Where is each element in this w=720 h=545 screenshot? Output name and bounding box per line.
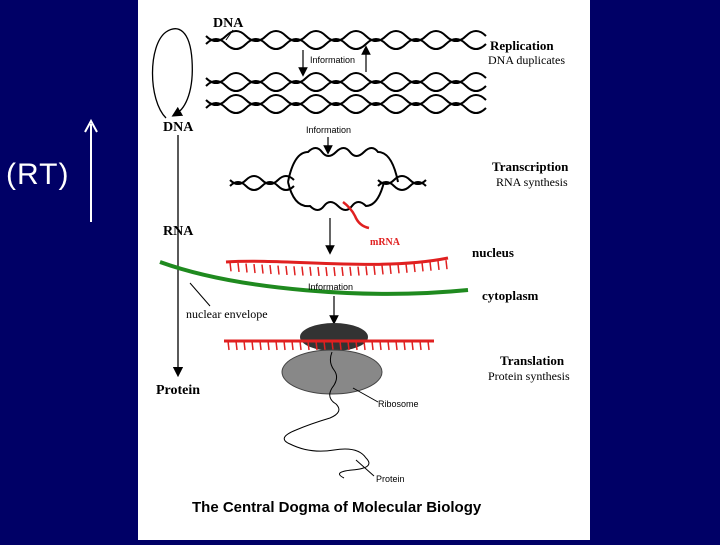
protein-chain <box>283 351 370 479</box>
mrna-label: mRNA <box>370 237 401 248</box>
protein-chain-label: Protein <box>376 474 405 484</box>
nuclear-envelope-label: nuclear envelope <box>186 307 268 321</box>
rna-label: RNA <box>163 224 194 239</box>
figure-caption: The Central Dogma of Molecular Biology <box>192 499 482 516</box>
translation-subtitle: Protein synthesis <box>488 369 570 383</box>
cytoplasm-label: cytoplasm <box>482 288 539 303</box>
nucleus-label: nucleus <box>472 245 514 260</box>
transcription-title: Transcription <box>492 159 569 174</box>
dna-replication-strands <box>205 30 487 114</box>
mrna-strand-nucleus <box>225 256 449 277</box>
nuclear-envelope-line <box>159 260 469 296</box>
reverse-transcription-label: (RT) <box>6 158 70 191</box>
information-label-1: Information <box>310 55 355 65</box>
protein-left-label: Protein <box>156 383 200 398</box>
replication-subtitle: DNA duplicates <box>488 53 565 67</box>
ribosome-label: Ribosome <box>378 399 419 409</box>
diagram-canvas: DNA DNA RNA Protein Information Replicat… <box>151 16 570 516</box>
dna-transcription-bubble <box>229 147 427 211</box>
dna-mid-label: DNA <box>163 120 194 135</box>
dna-top-label: DNA <box>213 16 244 31</box>
nascent-mrna-strand <box>342 201 370 230</box>
translation-title: Translation <box>500 353 565 368</box>
central-dogma-figure: DNA DNA RNA Protein Information Replicat… <box>138 0 590 540</box>
information-label-3: Information <box>308 282 353 292</box>
replication-loop-arrow <box>151 28 193 119</box>
ribosome-small-subunit <box>300 323 368 351</box>
reverse-transcription-arrow <box>84 118 98 222</box>
information-label-2: Information <box>306 125 351 135</box>
replication-title: Replication <box>490 38 554 53</box>
transcription-subtitle: RNA synthesis <box>496 175 568 189</box>
mrna-strand-cytoplasm <box>224 339 434 351</box>
ribosome-large-subunit <box>281 349 383 395</box>
